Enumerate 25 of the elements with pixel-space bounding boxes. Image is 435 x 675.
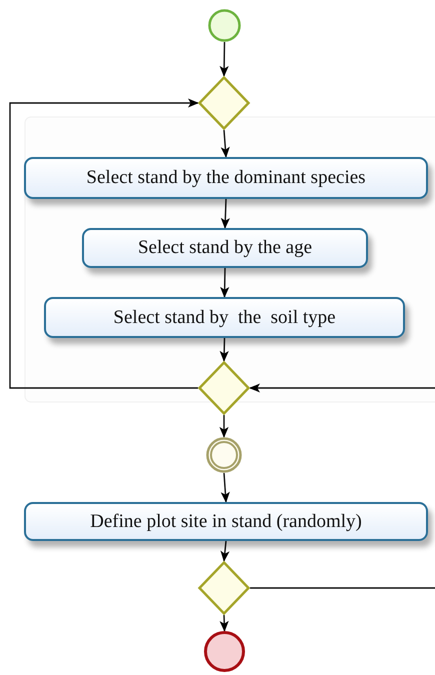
arrow xyxy=(249,383,435,393)
arrow xyxy=(220,130,230,158)
process-label: Select stand by the age xyxy=(138,237,312,259)
intermediate-event-circle xyxy=(206,437,242,473)
process-box xyxy=(82,228,368,268)
decision-diamond xyxy=(198,76,250,130)
arrow xyxy=(9,98,199,389)
process-box xyxy=(24,157,428,199)
arrow xyxy=(220,42,229,77)
arrow xyxy=(220,198,230,229)
decision-diamond xyxy=(198,361,250,415)
process-box xyxy=(44,297,405,338)
process-label: Select stand by the dominant species xyxy=(86,167,366,189)
arrow xyxy=(220,472,230,503)
process-box xyxy=(24,502,428,541)
arrow xyxy=(219,415,229,438)
process-label: Select stand by the soil type xyxy=(113,306,336,328)
arrow xyxy=(220,614,229,632)
decision-diamond xyxy=(198,561,250,615)
process-label: Define plot site in stand (randomly) xyxy=(90,510,362,532)
start-circle xyxy=(208,9,241,42)
arrow xyxy=(220,268,230,298)
arrow xyxy=(220,540,230,562)
arrow xyxy=(220,338,229,362)
end-circle xyxy=(204,631,245,672)
